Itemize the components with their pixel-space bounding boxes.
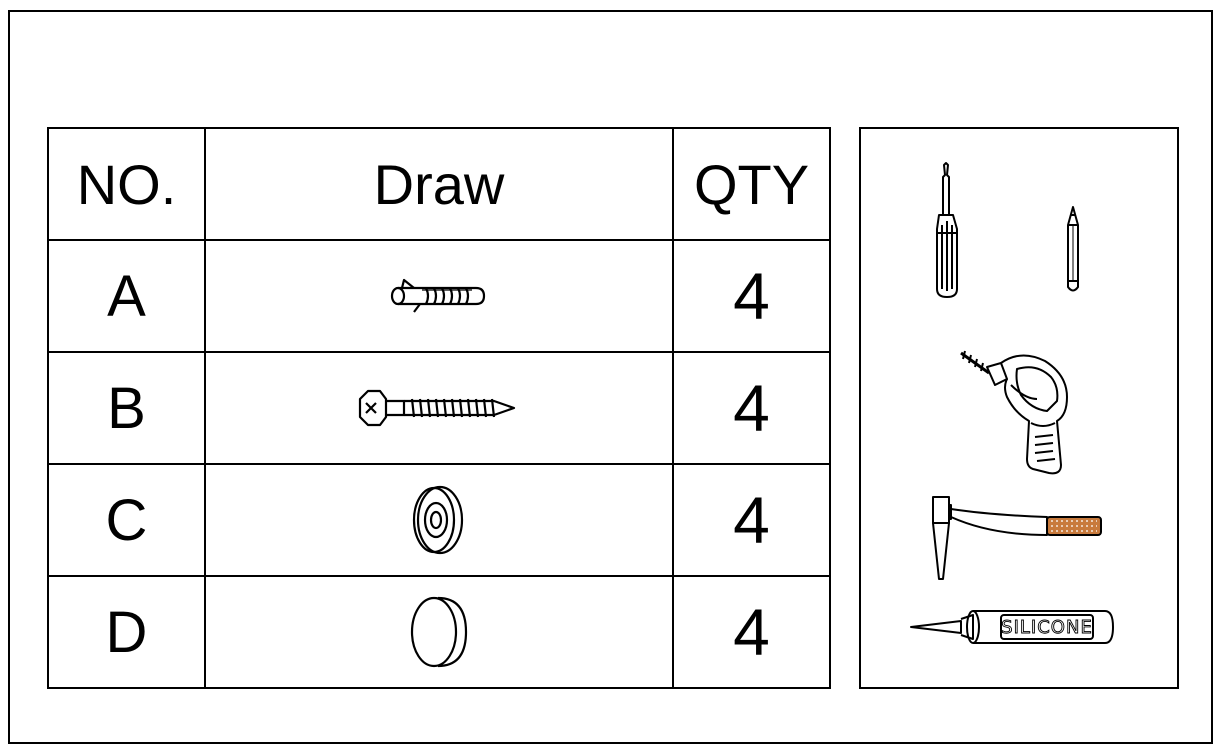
part-number: C [47,463,206,577]
silicone-label: SILICONE [1001,617,1093,638]
part-quantity: 4 [672,239,831,353]
part-number: A [47,239,206,353]
screwdriver-icon [936,162,958,298]
drill-icon [960,350,1068,475]
washer-icon [412,485,464,555]
tools-panel: SILICONE [859,127,1179,689]
table-row: B 4 [47,351,831,465]
hammer-icon [932,496,1102,580]
header-qty: QTY [672,127,831,241]
table-header-row: NO. Draw QTY [47,127,831,241]
part-drawing [204,239,674,353]
table-row: A 4 [47,239,831,353]
pencil-icon [1067,206,1079,292]
header-no: NO. [47,127,206,241]
screw-icon [358,389,516,427]
parts-table: NO. Draw QTY A 4 B [47,127,831,689]
part-drawing [204,575,674,689]
table-row: C 4 [47,463,831,577]
part-drawing [204,351,674,465]
part-quantity: 4 [672,463,831,577]
silicone-tube-icon [910,610,1114,644]
part-quantity: 4 [672,575,831,689]
table-row: D 4 [47,575,831,689]
wall-anchor-icon [390,278,486,313]
header-draw: Draw [204,127,674,241]
part-quantity: 4 [672,351,831,465]
part-number: B [47,351,206,465]
diagram-frame [8,10,1213,744]
part-drawing [204,463,674,577]
part-number: D [47,575,206,689]
cover-cap-icon [410,596,468,668]
